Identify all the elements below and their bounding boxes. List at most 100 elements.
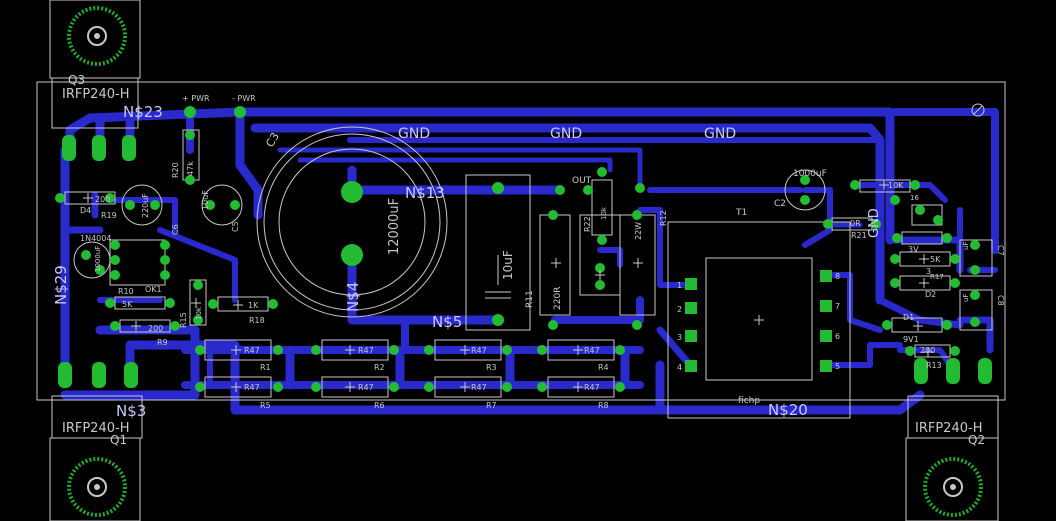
q1-heatsink-hole	[67, 457, 127, 517]
r6-ref: R6	[374, 401, 385, 410]
t1-pin-6: 6	[835, 332, 840, 341]
q2-ref: Q2	[968, 433, 985, 447]
c3-value: 12000uF	[387, 198, 402, 255]
d2-ref: D2	[925, 290, 936, 299]
c1-value: 1000uF	[94, 246, 102, 272]
r21-value: 0R	[850, 219, 861, 228]
r17-ref: R17	[930, 273, 944, 281]
c8-ref: C8	[996, 295, 1005, 306]
r1-ref: R1	[260, 363, 271, 372]
net-label-n5: N$5	[432, 313, 462, 331]
r-3: 3	[926, 267, 931, 276]
net-label-gnd-4: GND	[867, 208, 882, 238]
c3-ref: C3	[263, 130, 282, 149]
r4-ref: R4	[598, 363, 609, 372]
r22-value: 10k	[600, 206, 608, 220]
r19-ref: R19	[101, 211, 117, 220]
net-label-gnd-2: GND	[550, 126, 582, 142]
d1-value: 9V1	[903, 335, 919, 344]
t1-pin-1: 1	[677, 281, 682, 290]
t1-pin-5: 5	[835, 362, 840, 371]
r13-value: 200	[920, 346, 935, 355]
pwr-plus-label: + PWR	[182, 94, 210, 103]
r1-value: R47	[244, 346, 260, 355]
r22-ref: R22	[583, 216, 592, 232]
q3-ref: Q3	[68, 73, 85, 87]
c2-ref: C2	[774, 199, 786, 209]
r8-ref: R8	[598, 401, 609, 410]
r18-ref: R18	[249, 316, 265, 325]
r13-ref: R13	[926, 361, 942, 370]
r9-ref: R9	[157, 338, 168, 347]
r19-value: 200	[95, 195, 110, 204]
out-label: OUT	[572, 176, 592, 186]
c6-ref: C6	[171, 224, 180, 235]
r5-ref: R5	[260, 401, 271, 410]
r16-ref: 16	[910, 194, 919, 202]
c7-value: uF	[962, 242, 970, 250]
r-5k: 5K	[930, 255, 941, 264]
r-3v: 3V	[908, 245, 919, 254]
net-label-gnd-1: GND	[398, 126, 430, 142]
d1-ref: D1	[903, 313, 914, 322]
r18-value: 1K	[248, 301, 259, 310]
q2-heatsink-hole	[923, 457, 983, 517]
q1-value: IRFP240-H	[62, 421, 129, 436]
ok1-ref: OK1	[145, 285, 162, 294]
r11-ref: R11	[525, 290, 535, 308]
r7-value: R47	[471, 383, 487, 392]
t1-ref: T1	[735, 208, 747, 218]
d4-value: 1N4004	[80, 234, 111, 243]
net-label-n29: N$29	[52, 265, 70, 305]
r2-value: R47	[358, 346, 374, 355]
r5-value: R47	[244, 383, 260, 392]
t1-pin-4: 4	[677, 363, 682, 372]
r21-ref: R21	[851, 231, 867, 240]
r15-ref: R15	[179, 312, 188, 328]
q3-heatsink-hole	[67, 6, 127, 66]
mounting-holes	[67, 6, 983, 517]
q1-ref: Q1	[110, 433, 127, 447]
net-label-n3: N$3	[116, 402, 146, 420]
c5-ref: C5	[231, 221, 240, 232]
r12-value: 22W	[634, 222, 643, 240]
r8-value: R47	[584, 383, 600, 392]
r12-ref: R12	[659, 210, 668, 226]
q2-value: IRFP240-H	[915, 421, 982, 436]
r3-ref: R3	[486, 363, 497, 372]
t1-pin-8: 8	[835, 272, 840, 281]
net-label-gnd-3: GND	[704, 126, 736, 142]
c4-value: 10uF	[501, 250, 515, 280]
r20-value: 47k	[186, 161, 195, 176]
net-label-n20: N$20	[768, 401, 808, 419]
r4-value: R47	[584, 346, 600, 355]
net-labels: N$23 GND GND GND GND N$13 N$4 N$5 N$29 N…	[52, 103, 882, 420]
part-labels: Q3 IRFP240-H IRFP240-H Q1 IRFP240-H Q2 +…	[62, 73, 1005, 447]
pwr-minus-label: - PWR	[232, 94, 256, 103]
t1-pin-3: 3	[677, 333, 682, 342]
t1-pin-2: 2	[677, 305, 682, 314]
d4-ref: D4	[80, 206, 91, 215]
pads	[55, 106, 992, 392]
c6-value: 220uF	[141, 193, 150, 218]
q3-value: IRFP240-H	[62, 87, 129, 102]
c7-ref: C7	[996, 245, 1005, 256]
net-label-n13: N$13	[405, 184, 445, 202]
r-10k-value: 10K	[888, 181, 904, 190]
net-label-n4: N$4	[344, 282, 362, 312]
c8-value: uF	[962, 294, 970, 302]
r10-value: 5K	[122, 300, 133, 309]
r20-ref: R20	[171, 162, 180, 178]
r15-value: 10k	[195, 306, 203, 320]
component-markers	[83, 180, 933, 392]
c2-value: 1000uF	[793, 169, 827, 179]
r6-value: R47	[358, 383, 374, 392]
t1-value: fichp	[738, 396, 760, 406]
r2-ref: R2	[374, 363, 385, 372]
r10-ref: R10	[118, 287, 134, 296]
component-outlines	[36, 0, 1006, 521]
r7-ref: R7	[486, 401, 497, 410]
r9-value: 200	[148, 324, 163, 333]
net-label-n23: N$23	[123, 103, 163, 121]
